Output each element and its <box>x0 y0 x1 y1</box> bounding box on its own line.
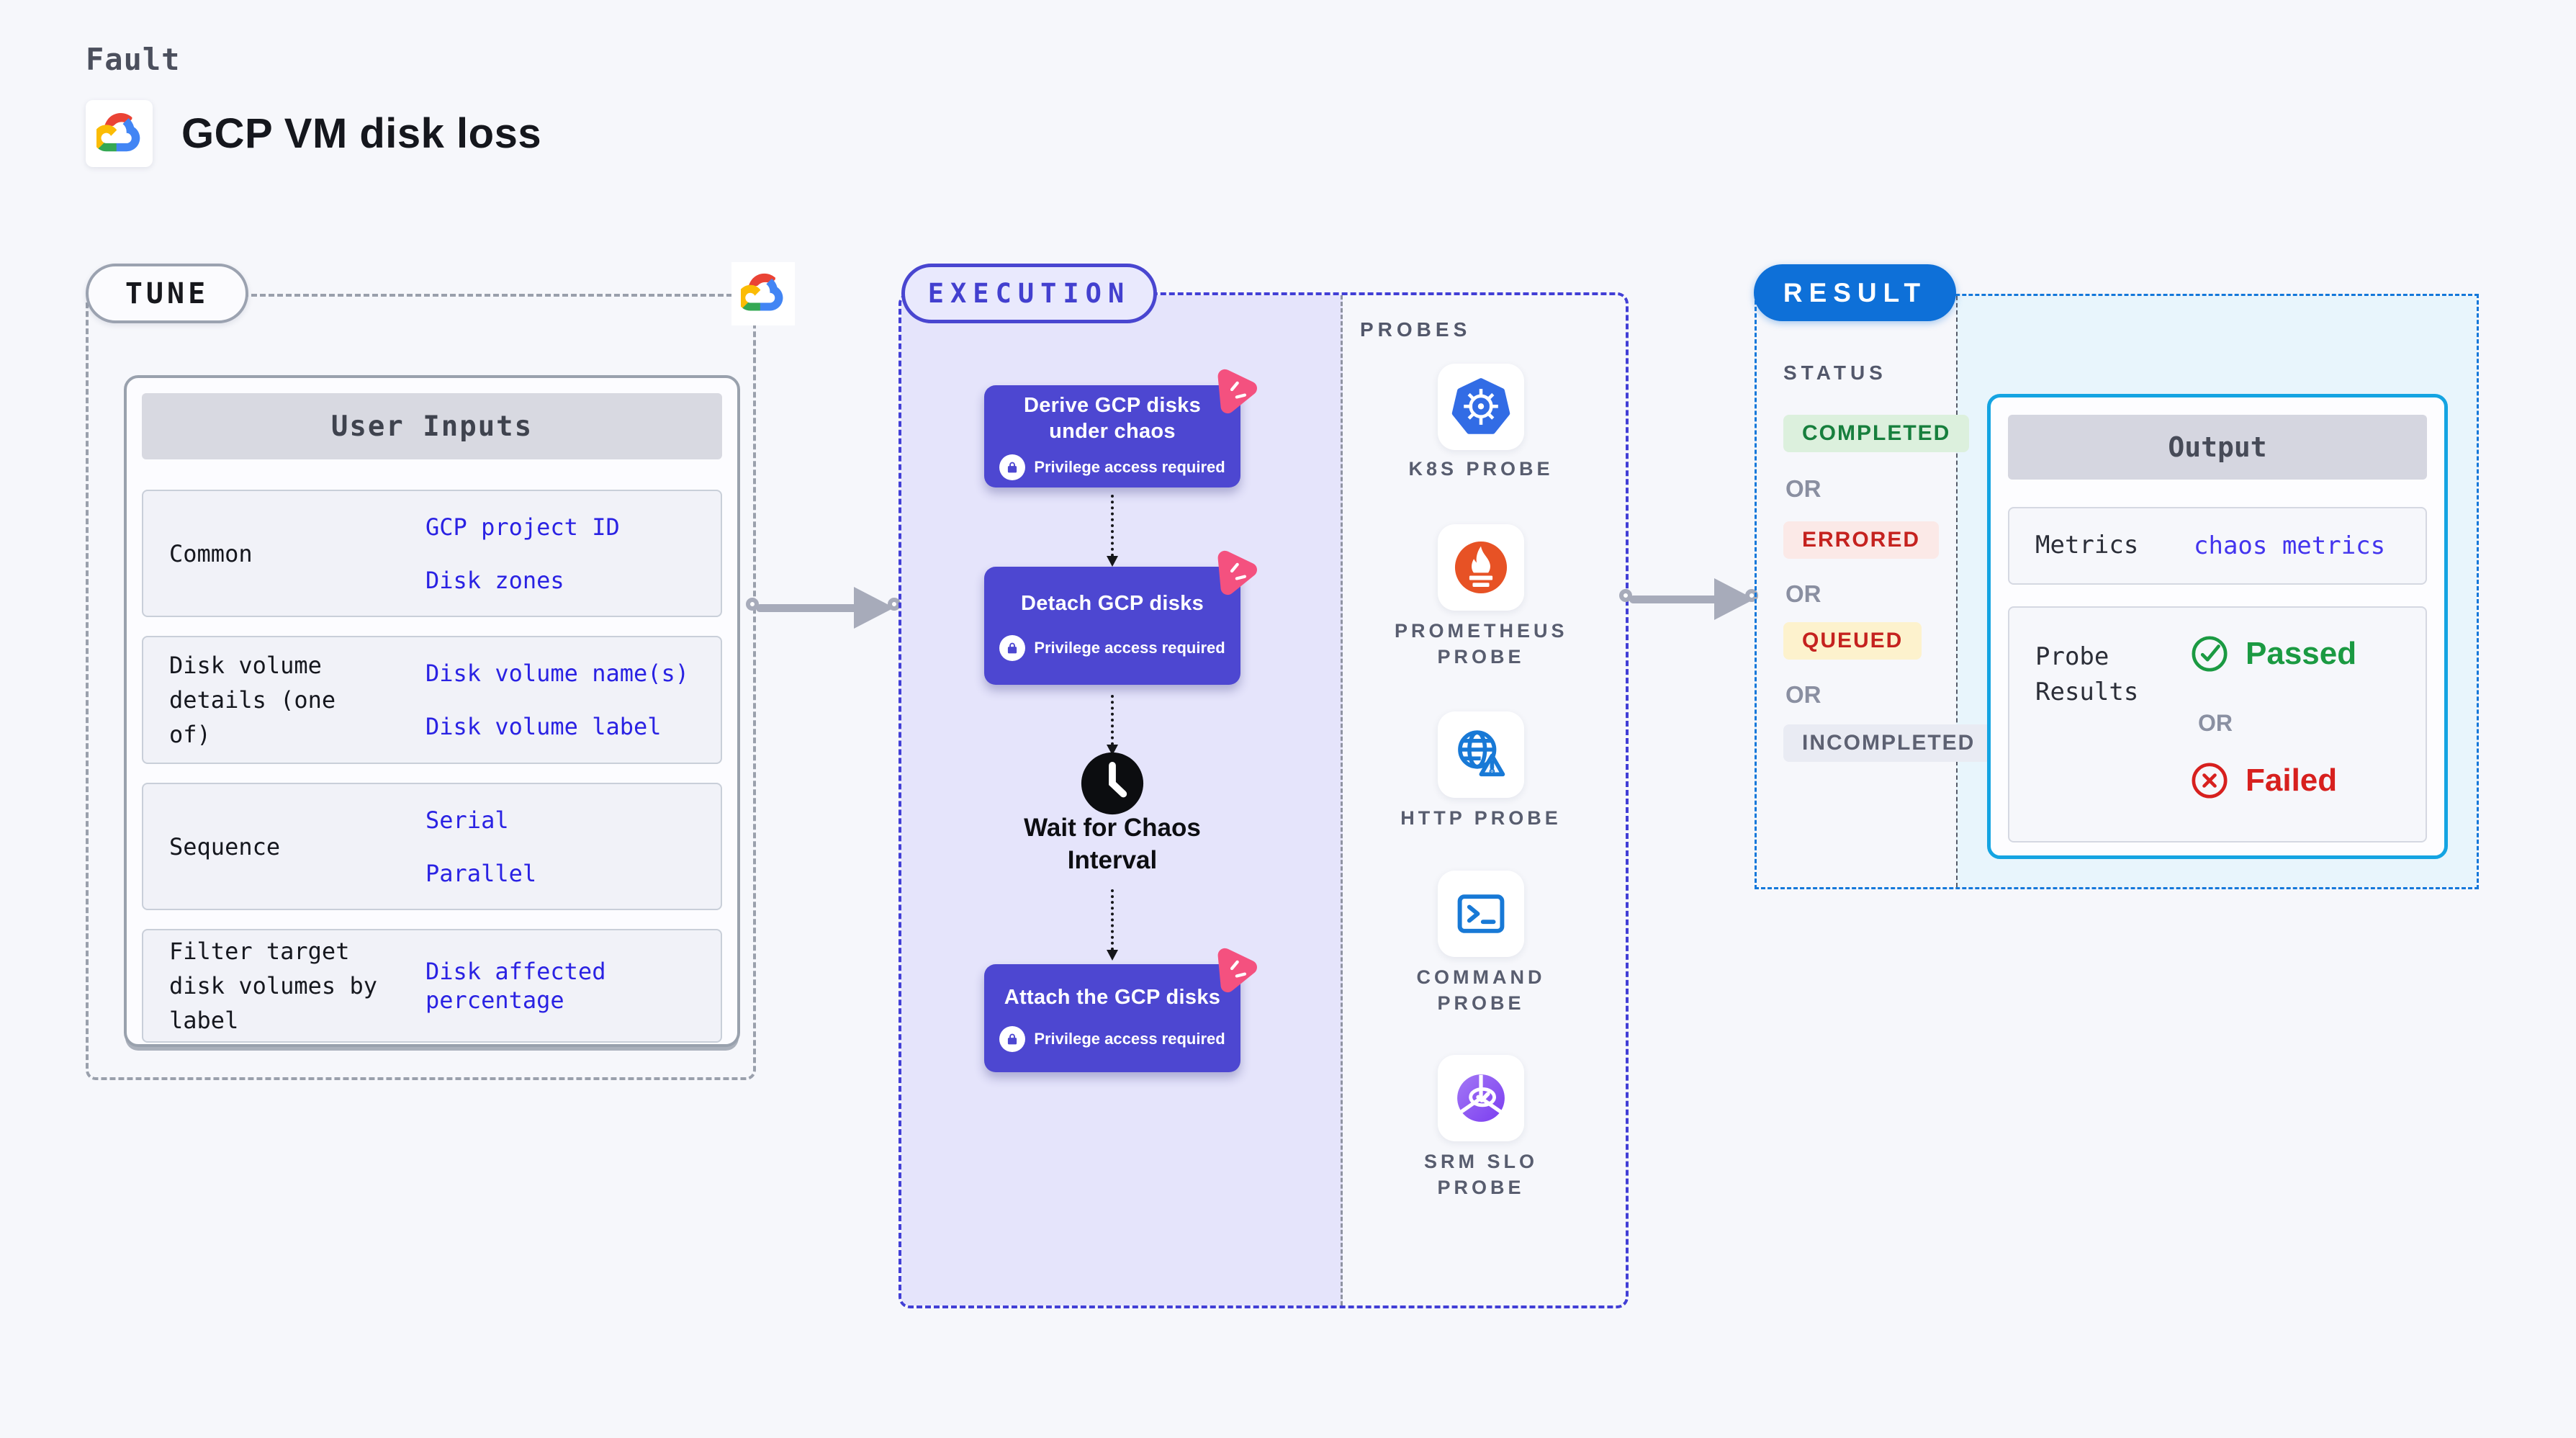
row-label: Filter target disk volumes by label <box>169 938 377 1034</box>
input-link-serial[interactable]: Serial <box>425 806 509 834</box>
probe-tile-http[interactable] <box>1438 711 1524 798</box>
step-title: Derive GCP disks under chaos <box>1023 393 1202 443</box>
passed-label: Passed <box>2246 636 2357 671</box>
tune-to-execution-arrow <box>756 604 863 612</box>
verdict-failed: Failed <box>2189 760 2337 801</box>
metrics-row: Metrics chaos metrics <box>2008 507 2427 585</box>
output-header: Output <box>2008 415 2427 480</box>
verdict-passed: Passed <box>2189 634 2356 674</box>
arrowhead-icon <box>854 587 894 629</box>
connector-node <box>1619 589 1632 602</box>
litmus-chaos-icon <box>1205 544 1262 601</box>
litmus-chaos-icon <box>1205 942 1262 999</box>
connector-node <box>746 598 759 611</box>
probe-label-k8s: K8S PROBE <box>1408 458 1554 480</box>
flow-arrow-down-icon <box>1107 495 1118 567</box>
clock-icon <box>1078 750 1146 817</box>
failed-label: Failed <box>2246 763 2338 798</box>
litmus-chaos-icon <box>1205 363 1262 420</box>
check-circle-icon <box>2192 636 2228 672</box>
privilege-note: Privilege access required <box>1034 458 1225 477</box>
step-title: Detach GCP disks <box>1020 591 1204 615</box>
metrics-label: Metrics <box>2035 531 2139 560</box>
input-link-disk-volume-names[interactable]: Disk volume name(s) <box>425 660 690 687</box>
lock-icon <box>999 1026 1026 1053</box>
tune-badge: TUNE <box>86 264 248 323</box>
probe-label-prometheus: PROMETHEUS PROBE <box>1395 620 1568 668</box>
input-link-disk-affected-percentage[interactable]: Disk affected percentage <box>425 958 606 1014</box>
or-separator: OR <box>1785 681 1821 708</box>
table-row-disk-volume-details: Disk volume details (one of) Disk volume… <box>142 636 722 764</box>
probe-tile-srm-slo[interactable] <box>1438 1055 1524 1141</box>
lock-icon <box>999 454 1026 481</box>
status-badge-errored[interactable]: ERRORED <box>1783 521 1940 559</box>
or-separator: OR <box>1785 475 1821 502</box>
table-row-filter-target: Filter target disk volumes by label Disk… <box>142 929 722 1043</box>
step-title: Attach the GCP disks <box>1004 985 1221 1009</box>
input-link-disk-volume-label[interactable]: Disk volume label <box>425 713 662 740</box>
probes-to-result-arrow <box>1629 596 1723 603</box>
step-detach-gcp-disks[interactable]: Detach GCP disks Privilege access requir… <box>984 567 1240 685</box>
input-link-parallel[interactable]: Parallel <box>425 859 537 887</box>
or-separator: OR <box>1785 580 1821 607</box>
execution-badge: EXECUTION <box>901 264 1157 323</box>
lock-icon <box>999 635 1026 662</box>
probe-tile-k8s[interactable] <box>1438 364 1524 450</box>
step-attach-gcp-disks[interactable]: Attach the GCP disks Privilege access re… <box>984 964 1240 1072</box>
status-label: STATUS <box>1783 361 1887 384</box>
probe-results-label: Probe Results <box>2035 642 2139 707</box>
status-badge-completed[interactable]: COMPLETED <box>1783 415 1970 452</box>
fault-kicker: Fault <box>86 42 181 77</box>
privilege-note: Privilege access required <box>1034 1030 1225 1048</box>
kubernetes-icon <box>1451 378 1510 434</box>
prometheus-icon <box>1454 541 1508 594</box>
gcp-cloud-logo-icon <box>741 273 783 311</box>
tune-gcp-corner-logo <box>731 262 795 325</box>
probe-tile-prometheus[interactable] <box>1438 524 1524 611</box>
wait-for-chaos-interval-label: Wait for Chaos Interval <box>1024 814 1201 874</box>
srm-slo-icon <box>1457 1074 1505 1122</box>
row-label: Common <box>169 539 253 567</box>
privilege-note: Privilege access required <box>1034 639 1225 657</box>
input-link-gcp-project-id[interactable]: GCP project ID <box>425 513 620 541</box>
step-derive-gcp-disks[interactable]: Derive GCP disks under chaos Privilege a… <box>984 385 1240 487</box>
result-badge: RESULT <box>1754 264 1956 321</box>
terminal-icon <box>1457 894 1505 933</box>
page-title: GCP VM disk loss <box>181 110 542 157</box>
user-inputs-header: User Inputs <box>142 393 722 459</box>
gcp-logo-card <box>86 100 153 167</box>
x-circle-icon <box>2192 763 2228 799</box>
gcp-cloud-logo-icon <box>96 112 140 151</box>
row-label: Disk volume details (one of) <box>169 652 336 748</box>
probe-label-command: COMMAND PROBE <box>1416 966 1546 1015</box>
probe-results-row: Probe Results Passed OR Failed <box>2008 606 2427 842</box>
chaos-metrics-link[interactable]: chaos metrics <box>2194 531 2386 560</box>
probe-tile-command[interactable] <box>1438 871 1524 957</box>
input-link-disk-zones[interactable]: Disk zones <box>425 566 564 594</box>
status-badge-queued[interactable]: QUEUED <box>1783 622 1922 660</box>
http-globe-icon <box>1458 730 1505 777</box>
probe-label-srm-slo: SRM SLO PROBE <box>1423 1151 1538 1199</box>
flow-arrow-down-icon <box>1107 889 1118 961</box>
row-label: Sequence <box>169 832 281 860</box>
table-row-sequence: Sequence Serial Parallel <box>142 783 722 910</box>
table-row-common: Common GCP project ID Disk zones <box>142 490 722 617</box>
user-inputs-table: User Inputs Common GCP project ID Disk z… <box>124 375 740 1047</box>
or-separator: OR <box>2198 710 2233 736</box>
status-badge-incompleted[interactable]: INCOMPLETED <box>1783 724 1994 762</box>
probes-label: PROBES <box>1360 318 1472 341</box>
tune-section-box <box>86 294 756 1080</box>
probe-label-http: HTTP PROBE <box>1400 807 1562 829</box>
output-card: Output Metrics chaos metrics Probe Resul… <box>1987 394 2448 859</box>
flow-arrow-down-icon <box>1107 695 1118 755</box>
